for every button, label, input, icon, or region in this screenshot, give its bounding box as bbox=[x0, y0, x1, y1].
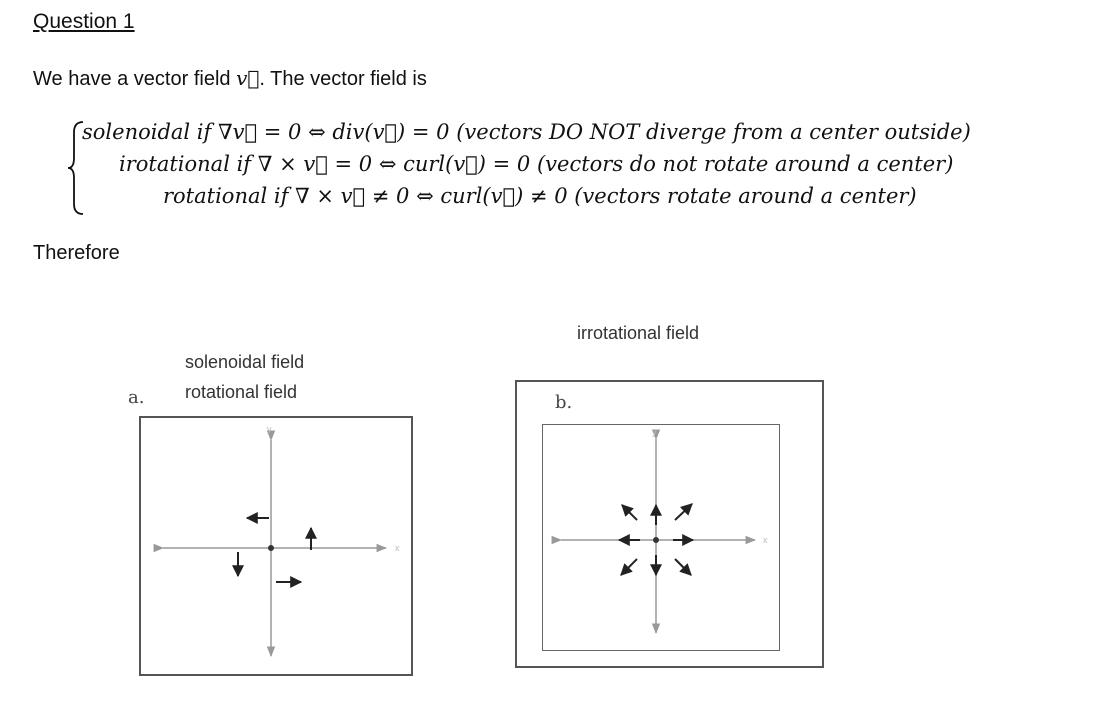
figure-b-letter: b. bbox=[555, 392, 573, 413]
figure-b-outer-panel: b. y x bbox=[515, 380, 824, 668]
figure-a-vector-plot: y x bbox=[153, 424, 400, 658]
question-title: Question 1 bbox=[33, 10, 135, 33]
therefore-text: Therefore bbox=[33, 242, 120, 264]
figure-a-label-solenoidal: solenoidal field bbox=[185, 352, 305, 372]
intro-text-after: . The vector field is bbox=[259, 68, 427, 90]
figure-a-label-rotational: rotational field bbox=[185, 382, 298, 402]
intro-text: We have a vector field bbox=[33, 68, 237, 90]
intro-sentence: We have a vector field v⃗. The vector fi… bbox=[33, 66, 427, 91]
vector-symbol: v⃗ bbox=[236, 66, 260, 90]
figure-a-letter: a. bbox=[128, 387, 145, 408]
figure-b-label: irrotational field bbox=[577, 323, 700, 343]
figure-b-x-axis-label: x bbox=[763, 535, 768, 545]
curly-brace-icon bbox=[67, 121, 84, 215]
figure-a-origin bbox=[268, 545, 274, 551]
figure-b-y-axis-label: y bbox=[652, 427, 657, 437]
case-rotational: rotational if ∇ × v⃗ ≠ 0 ⇔ curl(v⃗) ≠ 0 … bbox=[163, 184, 917, 208]
case-irotational: irotational if ∇ × v⃗ = 0 ⇔ curl(v⃗) = 0… bbox=[119, 152, 954, 176]
figure-a-panel: y x bbox=[139, 416, 413, 676]
figure-b-origin bbox=[653, 537, 659, 543]
figure-b-vector-up-right bbox=[674, 503, 693, 521]
vector-field-cases: solenoidal if ∇v⃗ = 0 ⇔ div(v⃗) = 0 (vec… bbox=[66, 118, 1066, 218]
figure-a-x-axis-label: x bbox=[395, 543, 400, 553]
figure-b-inner-panel: y x bbox=[542, 424, 780, 651]
figure-b-vector-down-right bbox=[674, 558, 692, 576]
case-solenoidal: solenoidal if ∇v⃗ = 0 ⇔ div(v⃗) = 0 (vec… bbox=[82, 120, 971, 144]
figure-b-vector-up-left bbox=[621, 504, 638, 521]
figure-b-vector-plot: y x bbox=[551, 427, 768, 635]
figure-b-vector-down-left bbox=[620, 558, 638, 576]
figure-a-y-axis-label: y bbox=[267, 424, 272, 434]
